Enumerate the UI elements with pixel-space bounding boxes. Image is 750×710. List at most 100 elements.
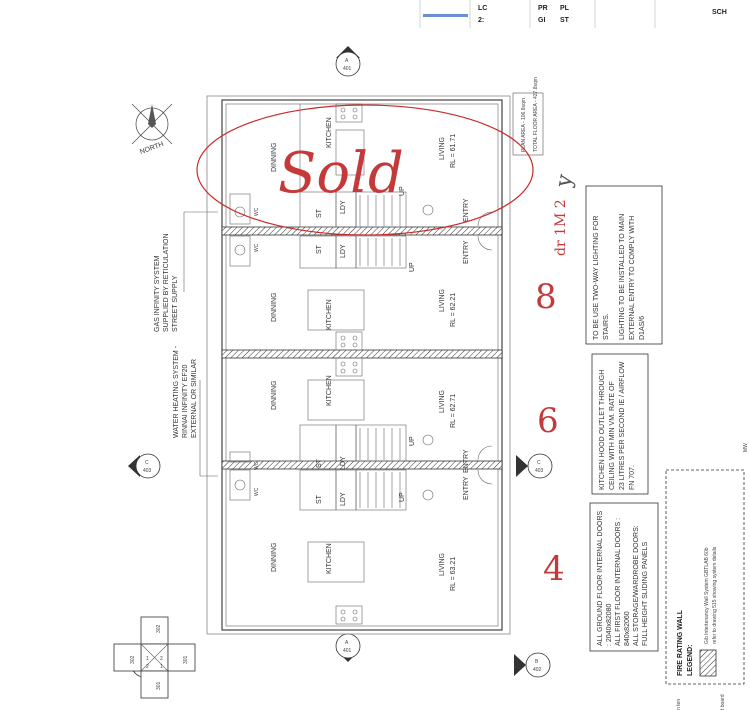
living-label-2: LIVING <box>439 289 446 312</box>
kitchen-hood-note: KITCHEN HOOD OUTLET THROUGH CEILING WITH… <box>591 353 649 495</box>
svg-text:C: C <box>145 460 149 466</box>
handwritten-4: 4 <box>543 549 565 589</box>
svg-text:STREET SUPPLY: STREET SUPPLY <box>172 275 179 332</box>
sold-circle <box>196 104 534 236</box>
margin-board: t board <box>720 694 726 710</box>
svg-text:CEILING WITH MIN VM. RATE OF: CEILING WITH MIN VM. RATE OF <box>609 381 616 490</box>
wc-label-2: WC <box>254 243 260 252</box>
wc-label-3: WC <box>254 461 260 470</box>
st-label-3: ST <box>316 458 323 468</box>
svg-text:B: B <box>535 659 539 665</box>
water-note: WATER HEATING SYSTEM - RINNAI INFINITY E… <box>173 345 218 477</box>
svg-text:EXTERNAL OR SIMILAR: EXTERNAL OR SIMILAR <box>191 359 198 438</box>
svg-text:refer to drawing 515 showing s: refer to drawing 515 showing system deta… <box>712 546 718 644</box>
sold-text: Sold <box>278 141 404 206</box>
svg-text:402: 402 <box>533 667 542 673</box>
svg-text:2: 2 <box>146 664 149 670</box>
lighting-note: TO BE USE TWO-WAY LIGHTING FOR STAIRS. L… <box>585 185 663 345</box>
unit-3 <box>229 357 493 463</box>
handwritten-6: 6 <box>537 401 559 441</box>
sold-annotation: Sold <box>196 104 534 236</box>
dinning-label-3: DINNING <box>271 380 278 410</box>
svg-text:FULL HEIGHT SLIDING PANELS: FULL HEIGHT SLIDING PANELS <box>642 542 649 646</box>
svg-text:302: 302 <box>130 655 136 664</box>
entry-label-3: ENTRY <box>463 449 470 473</box>
svg-text:403: 403 <box>143 468 152 474</box>
svg-text:FIRE RATING WALL: FIRE RATING WALL <box>677 609 684 676</box>
section-marker-a-top: A 401 <box>335 46 361 77</box>
ldy-label-2: LDY <box>340 244 347 258</box>
dinning-label-4: DINNING <box>271 542 278 572</box>
svg-text:23 LITRES PER SECOND IE / AIRF: 23 LITRES PER SECOND IE / AIRFLOW <box>619 361 626 490</box>
level-label-4: RL = 63.21 <box>450 557 457 591</box>
svg-text:: 2040x82080: : 2040x82080 <box>606 603 613 646</box>
doors-note: ALL GROUND FLOOR INTERNAL DOORS : 2040x8… <box>589 502 659 652</box>
margin-twenty: 2: <box>478 17 484 24</box>
svg-text:KITCHEN HOOD OUTLET THROUGH: KITCHEN HOOD OUTLET THROUGH <box>599 370 606 490</box>
svg-text:RINNAI INFINITY EF20: RINNAI INFINITY EF20 <box>182 365 189 438</box>
svg-text:LEGEND:: LEGEND: <box>687 645 694 677</box>
living-label-3: LIVING <box>439 390 446 413</box>
up-label-4: UP <box>399 492 406 502</box>
fire-rating-legend: FIRE RATING WALL LEGEND: Gib Intertenanc… <box>665 469 745 685</box>
svg-text:A: A <box>345 640 349 646</box>
svg-text:1: 1 <box>160 664 163 670</box>
margin-pr: PR <box>538 5 548 12</box>
svg-text:FN 707.: FN 707. <box>629 465 636 490</box>
room-labels: DINNING KITCHEN LIVING RL = 61.71 ENTRY … <box>254 117 470 591</box>
area-box: PLAN AREA - 106.8sqm TOTAL FLOOR AREA - … <box>512 77 544 156</box>
margin-st: ST <box>560 17 570 24</box>
kitchen-label-2: KITCHEN <box>326 299 333 330</box>
fire-wall-swatch <box>699 649 717 677</box>
svg-text:2: 2 <box>160 656 163 662</box>
dinning-label-2: DINNING <box>271 292 278 322</box>
unit-2 <box>229 235 493 351</box>
up-label-3: UP <box>409 436 416 446</box>
st-label-1: ST <box>316 208 323 218</box>
svg-text:GAS INFINITY SYSTEM: GAS INFINITY SYSTEM <box>154 255 161 332</box>
title-block-fragment: LC 2: PR GI PL ST SCH <box>400 0 750 30</box>
ldy-label-4: LDY <box>340 492 347 506</box>
unit-4 <box>229 469 493 625</box>
fire-wall-3 <box>221 460 503 470</box>
svg-text:ALL GROUND FLOOR INTERNAL DOOR: ALL GROUND FLOOR INTERNAL DOORS <box>597 510 604 646</box>
svg-text:LIGHTING TO BE INSTALLED TO MA: LIGHTING TO BE INSTALLED TO MAIN <box>619 214 626 340</box>
gas-note: GAS INFINITY SYSTEM SUPPLIED BY RETICULA… <box>154 211 218 332</box>
unit-1 <box>229 103 493 228</box>
kitchen-label-1: KITCHEN <box>326 117 333 148</box>
svg-text:WATER HEATING SYSTEM -: WATER HEATING SYSTEM - <box>173 345 180 438</box>
north-arrow: NORTH <box>131 103 173 156</box>
section-marker-c-left: C 403 <box>128 453 161 479</box>
svg-text:ALL STORAGE/WARDROBE DOORS:: ALL STORAGE/WARDROBE DOORS: <box>633 525 640 646</box>
section-marker-c-right: C 403 <box>516 453 553 479</box>
north-label: NORTH <box>139 141 165 156</box>
wc-label-4: WC <box>254 487 260 496</box>
svg-text:EXTERNAL ENTRY TO COMPLY WITH: EXTERNAL ENTRY TO COMPLY WITH <box>629 216 636 340</box>
margin-lc: LC <box>478 5 487 12</box>
svg-text:D1AS/6: D1AS/6 <box>639 316 646 340</box>
ldy-label-3: LDY <box>340 456 347 470</box>
svg-text:A: A <box>345 58 349 64</box>
entry-label-4: ENTRY <box>463 476 470 500</box>
living-label-1: LIVING <box>439 137 446 160</box>
svg-text:1: 1 <box>146 656 149 662</box>
svg-text:TOTAL FLOOR AREA - 427.8sqm: TOTAL FLOOR AREA - 427.8sqm <box>533 77 539 152</box>
margin-gi: GI <box>538 17 545 24</box>
dinning-label-1: DINNING <box>271 142 278 172</box>
svg-text:ALL FIRST FLOOR INTERNAL DOORS: ALL FIRST FLOOR INTERNAL DOORS : <box>615 518 622 646</box>
up-label-2: UP <box>409 262 416 272</box>
handwritten-y: y <box>551 172 578 190</box>
svg-text:TO BE USE TWO-WAY LIGHTING FOR: TO BE USE TWO-WAY LIGHTING FOR <box>593 216 600 340</box>
entry-label-2: ENTRY <box>463 240 470 264</box>
margin-pl: PL <box>560 5 570 12</box>
handwritten-annot: dr 1M 2 <box>553 199 569 256</box>
kitchen-label-4: KITCHEN <box>326 543 333 574</box>
svg-text:401: 401 <box>343 66 352 72</box>
up-label-1: UP <box>399 186 406 196</box>
wc-label-1: WC <box>254 207 260 216</box>
svg-text:403: 403 <box>535 468 544 474</box>
handwritten-8: 8 <box>535 277 557 317</box>
svg-text:301: 301 <box>183 655 189 664</box>
level-label-2: RL = 62.21 <box>450 293 457 327</box>
